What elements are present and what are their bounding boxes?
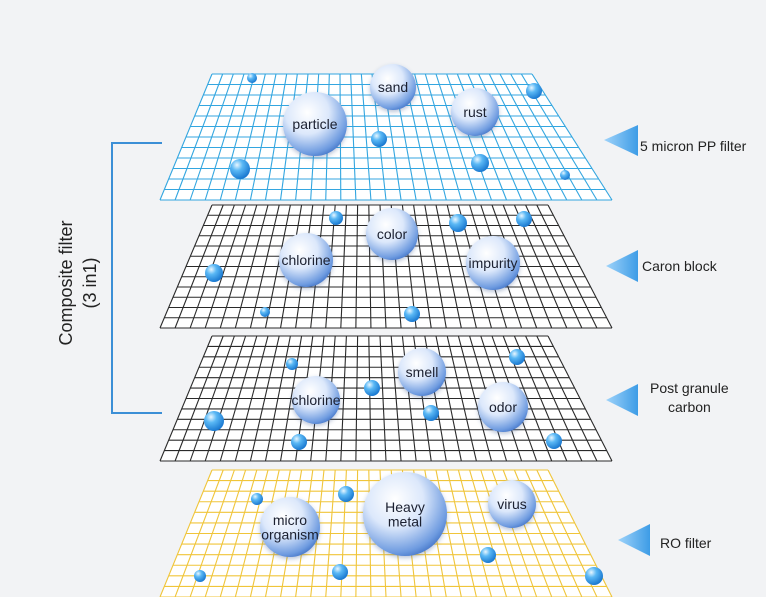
water-droplet bbox=[423, 405, 439, 421]
pointer-arrow-icon bbox=[606, 384, 638, 416]
bubble-label: particle bbox=[292, 116, 337, 132]
water-droplet bbox=[291, 434, 307, 450]
water-droplet bbox=[286, 358, 298, 370]
water-droplet bbox=[560, 170, 570, 180]
layer-pp: sand particle rust 5 micron PP filter bbox=[159, 64, 747, 201]
bubble-label: rust bbox=[463, 104, 486, 120]
bubble-label: color bbox=[377, 226, 408, 242]
contaminant-bubble: particle bbox=[283, 92, 347, 156]
water-droplet bbox=[516, 211, 532, 227]
water-droplet bbox=[194, 570, 206, 582]
bubble-circle bbox=[466, 236, 520, 290]
water-droplet bbox=[332, 564, 348, 580]
bubble-circle bbox=[478, 382, 528, 432]
water-droplet bbox=[204, 411, 224, 431]
contaminant-bubble: virus bbox=[488, 480, 536, 528]
pointer-arrow-icon bbox=[618, 524, 650, 556]
water-droplet bbox=[329, 211, 343, 225]
contaminant-bubble: smell bbox=[398, 348, 446, 396]
bubble-circle bbox=[451, 88, 499, 136]
water-droplet bbox=[364, 380, 380, 396]
composite-subtitle: (3 in1) bbox=[80, 257, 100, 308]
water-droplet bbox=[338, 486, 354, 502]
filter-mesh bbox=[159, 335, 613, 462]
pointer-arrow-icon bbox=[606, 250, 638, 282]
bubble-circle bbox=[488, 480, 536, 528]
layer-label: 5 micron PP filter bbox=[640, 138, 747, 154]
contaminant-bubble: odor bbox=[478, 382, 528, 432]
bubble-label: smell bbox=[406, 364, 439, 380]
contaminant-bubble: rust bbox=[451, 88, 499, 136]
water-droplet bbox=[371, 131, 387, 147]
contaminant-bubble: chlorine bbox=[279, 233, 333, 287]
water-droplet bbox=[546, 433, 562, 449]
water-droplet bbox=[480, 547, 496, 563]
bubble-circle bbox=[398, 348, 446, 396]
bubble-label: odor bbox=[489, 399, 517, 415]
water-droplet bbox=[509, 349, 525, 365]
water-droplet bbox=[449, 214, 467, 232]
contaminant-bubble: impurity bbox=[466, 236, 520, 290]
layer-label: Caron block bbox=[642, 258, 718, 274]
bubble-circle bbox=[292, 376, 340, 424]
composite-label: Composite filter (3 in1) bbox=[56, 220, 100, 345]
water-droplet bbox=[471, 154, 489, 172]
contaminant-bubble: chlorine bbox=[291, 376, 341, 424]
bubble-circle bbox=[279, 233, 333, 287]
contaminant-bubble: sand bbox=[370, 64, 416, 110]
water-droplet bbox=[230, 159, 250, 179]
bubble-label: chlorine bbox=[291, 392, 340, 408]
bubble-label: impurity bbox=[468, 255, 517, 271]
bubble-circle bbox=[366, 208, 418, 260]
water-droplet bbox=[404, 306, 420, 322]
layer-label: RO filter bbox=[660, 535, 712, 551]
water-droplet bbox=[585, 567, 603, 585]
water-droplet bbox=[251, 493, 263, 505]
contaminant-bubble: color bbox=[366, 208, 418, 260]
pointer-arrow-icon bbox=[604, 125, 638, 156]
bubble-circle bbox=[283, 92, 347, 156]
water-droplet bbox=[205, 264, 223, 282]
composite-title: Composite filter bbox=[56, 220, 76, 345]
bubble-label: sand bbox=[378, 79, 408, 95]
water-droplet bbox=[260, 307, 270, 317]
water-droplet bbox=[526, 83, 542, 99]
bubble-circle bbox=[370, 64, 416, 110]
composite-bracket bbox=[111, 142, 162, 414]
bubble-label: chlorine bbox=[281, 252, 330, 268]
water-droplet bbox=[247, 73, 257, 83]
layer-carbon-block: color chlorine impurity Caron block bbox=[159, 204, 718, 329]
bubble-circle bbox=[260, 497, 320, 557]
bubble-circle bbox=[363, 472, 447, 556]
bubble-label: virus bbox=[497, 496, 527, 512]
